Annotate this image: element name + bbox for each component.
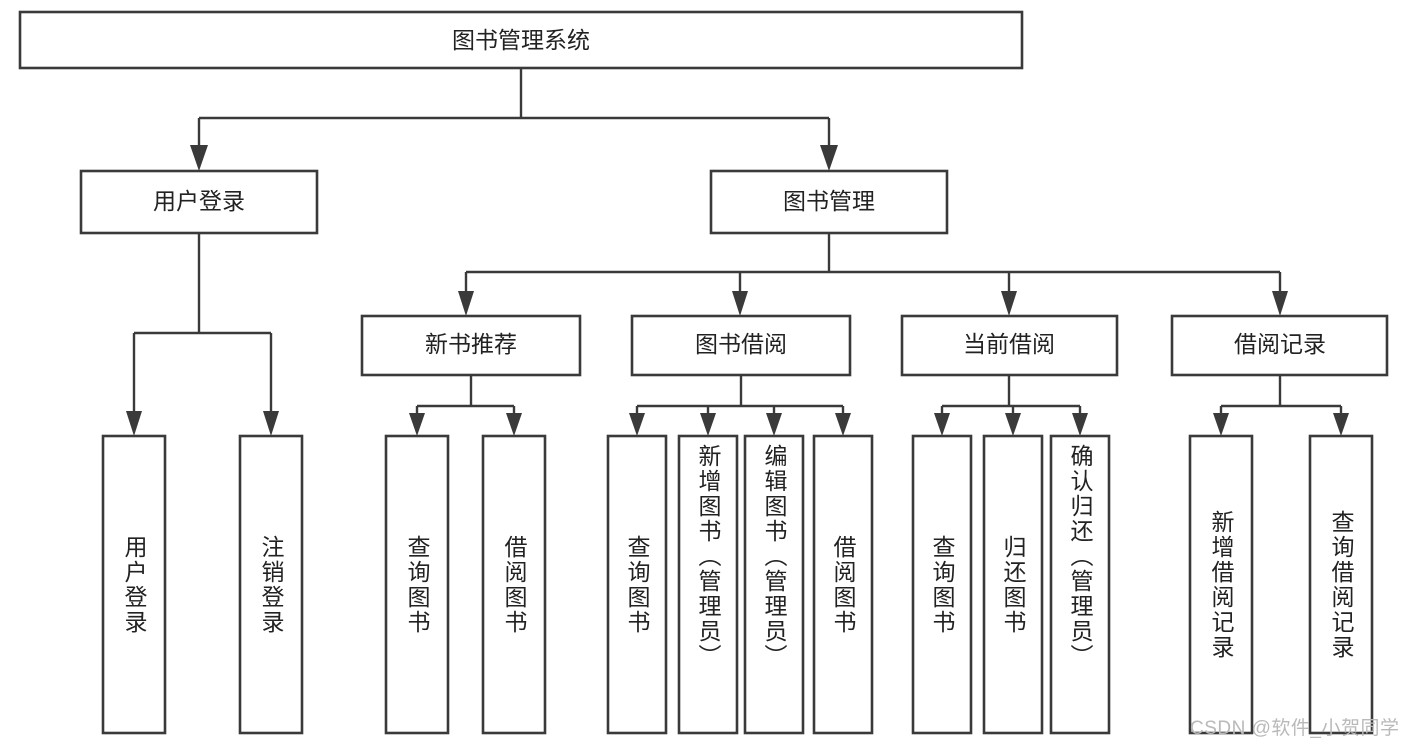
node-leaf-query-borrow-record-box[interactable] <box>1308 434 1374 735</box>
node-leaf-edit-book-admin-label: 编辑图书（管理员） <box>761 444 788 669</box>
edge-group-current-borrow-to-leaves <box>934 375 1088 436</box>
arrow-to-leaf-add-book-admin <box>700 413 716 436</box>
node-leaf-add-book-admin-box[interactable] <box>677 434 739 735</box>
node-new-book-recommend-box[interactable] <box>360 314 582 377</box>
arrow-to-leaf-borrow-book-1 <box>506 413 522 436</box>
node-current-borrow[interactable]: 当前借阅 <box>900 314 1119 377</box>
node-leaf-borrow-book-1-label: 借阅图书 <box>501 534 528 635</box>
node-leaf-query-book-3-label: 查询图书 <box>929 534 956 635</box>
node-leaf-add-borrow-record-label: 新增借阅记录 <box>1208 509 1235 660</box>
node-book-borrow-box[interactable] <box>630 314 852 377</box>
arrow-to-leaf-user-login <box>126 411 142 436</box>
edge-group-borrow-record-to-leaves <box>1213 375 1349 436</box>
node-leaf-query-book-2-box[interactable] <box>606 434 668 735</box>
node-leaf-add-book-admin-label: 新增图书（管理员） <box>695 444 722 669</box>
node-leaf-add-borrow-record[interactable]: 新增借阅记录 <box>1190 436 1252 733</box>
node-leaf-query-borrow-record[interactable]: 查询借阅记录 <box>1310 436 1372 733</box>
node-book-manage-box[interactable] <box>709 169 949 235</box>
node-root[interactable]: 图书管理系统 <box>18 10 1024 70</box>
node-leaf-add-borrow-record-box[interactable] <box>1188 434 1254 735</box>
node-book-borrow[interactable]: 图书借阅 <box>630 314 852 377</box>
node-leaf-return-book[interactable]: 归还图书 <box>984 436 1042 733</box>
arrow-to-leaf-return-book <box>1005 413 1021 436</box>
arrow-to-current-borrow <box>1001 291 1017 316</box>
node-leaf-query-book-3-box[interactable] <box>911 434 973 735</box>
node-leaf-query-book-1-label: 查询图书 <box>404 534 431 635</box>
node-user-login-label: 用户登录 <box>153 188 245 214</box>
node-borrow-record-box[interactable] <box>1170 314 1389 377</box>
node-leaf-add-book-admin[interactable]: 新增图书（管理员） <box>679 436 737 733</box>
node-leaf-borrow-book-2-box[interactable] <box>812 434 874 735</box>
node-leaf-user-login-box[interactable] <box>101 434 167 735</box>
node-leaf-borrow-book-2-label: 借阅图书 <box>830 534 857 635</box>
node-leaf-return-book-label: 归还图书 <box>1000 534 1027 635</box>
edge-group-new-book-recommend-to-leaves <box>409 375 522 436</box>
node-borrow-record[interactable]: 借阅记录 <box>1170 314 1389 377</box>
node-new-book-recommend-label: 新书推荐 <box>425 331 517 357</box>
node-current-borrow-box[interactable] <box>900 314 1119 377</box>
node-leaf-return-book-box[interactable] <box>982 434 1044 735</box>
node-book-manage-label: 图书管理 <box>783 188 875 214</box>
arrow-to-leaf-edit-book-admin <box>766 413 782 436</box>
watermark-text: CSDN @软件_小贺同学 <box>1190 718 1400 739</box>
arrow-to-leaf-query-book-2 <box>629 413 645 436</box>
node-leaf-confirm-return-admin-label: 确认归还（管理员） <box>1067 444 1094 669</box>
node-leaf-confirm-return-admin-box[interactable] <box>1049 434 1111 735</box>
node-leaf-borrow-book-2[interactable]: 借阅图书 <box>814 436 872 733</box>
node-leaf-confirm-return-admin[interactable]: 确认归还（管理员） <box>1051 436 1109 733</box>
node-user-login-box[interactable] <box>79 169 319 235</box>
node-book-borrow-label: 图书借阅 <box>695 331 787 357</box>
node-root-box[interactable] <box>18 10 1024 70</box>
node-leaf-query-borrow-record-label: 查询借阅记录 <box>1328 509 1355 660</box>
arrow-to-leaf-borrow-book-2 <box>835 413 851 436</box>
node-leaf-query-book-2[interactable]: 查询图书 <box>608 436 666 733</box>
node-leaf-logout-label: 注销登录 <box>258 534 285 635</box>
arrow-to-leaf-query-book-1 <box>409 413 425 436</box>
node-leaf-query-book-1-box[interactable] <box>384 434 450 735</box>
arrow-to-user-login <box>190 145 208 171</box>
arrow-to-leaf-logout <box>263 411 279 436</box>
node-leaf-logout-box[interactable] <box>238 434 304 735</box>
edge-group-book-manage-to-level3 <box>458 233 1288 316</box>
arrow-to-leaf-query-borrow-record <box>1333 413 1349 436</box>
edge-group-user-login-to-leaves <box>126 233 279 436</box>
node-leaf-logout[interactable]: 注销登录 <box>240 436 302 733</box>
node-book-manage[interactable]: 图书管理 <box>709 169 949 235</box>
node-leaf-query-book-2-label: 查询图书 <box>624 534 651 635</box>
node-leaf-query-book-3[interactable]: 查询图书 <box>913 436 971 733</box>
node-new-book-recommend[interactable]: 新书推荐 <box>360 314 582 377</box>
node-current-borrow-label: 当前借阅 <box>963 331 1055 357</box>
node-root-label: 图书管理系统 <box>452 27 590 53</box>
arrow-to-borrow-record <box>1272 291 1288 316</box>
edge-group-root-to-level2 <box>190 68 838 171</box>
arrow-to-new-book-recommend <box>458 291 474 316</box>
edge-group-book-borrow-to-leaves <box>629 375 851 436</box>
node-leaf-borrow-book-1-box[interactable] <box>481 434 547 735</box>
arrow-to-book-manage <box>820 145 838 171</box>
node-leaf-borrow-book-1[interactable]: 借阅图书 <box>483 436 545 733</box>
arrow-to-leaf-confirm-return-admin <box>1072 413 1088 436</box>
node-leaf-edit-book-admin-box[interactable] <box>743 434 805 735</box>
node-borrow-record-label: 借阅记录 <box>1234 331 1326 357</box>
node-leaf-query-book-1[interactable]: 查询图书 <box>386 436 448 733</box>
arrow-to-book-borrow <box>732 291 748 316</box>
node-leaf-user-login[interactable]: 用户登录 <box>103 436 165 733</box>
arrow-to-leaf-add-borrow-record <box>1213 413 1229 436</box>
node-user-login[interactable]: 用户登录 <box>79 169 319 235</box>
node-leaf-edit-book-admin[interactable]: 编辑图书（管理员） <box>745 436 803 733</box>
node-leaf-user-login-label: 用户登录 <box>121 534 148 635</box>
arrow-to-leaf-query-book-3 <box>934 413 950 436</box>
